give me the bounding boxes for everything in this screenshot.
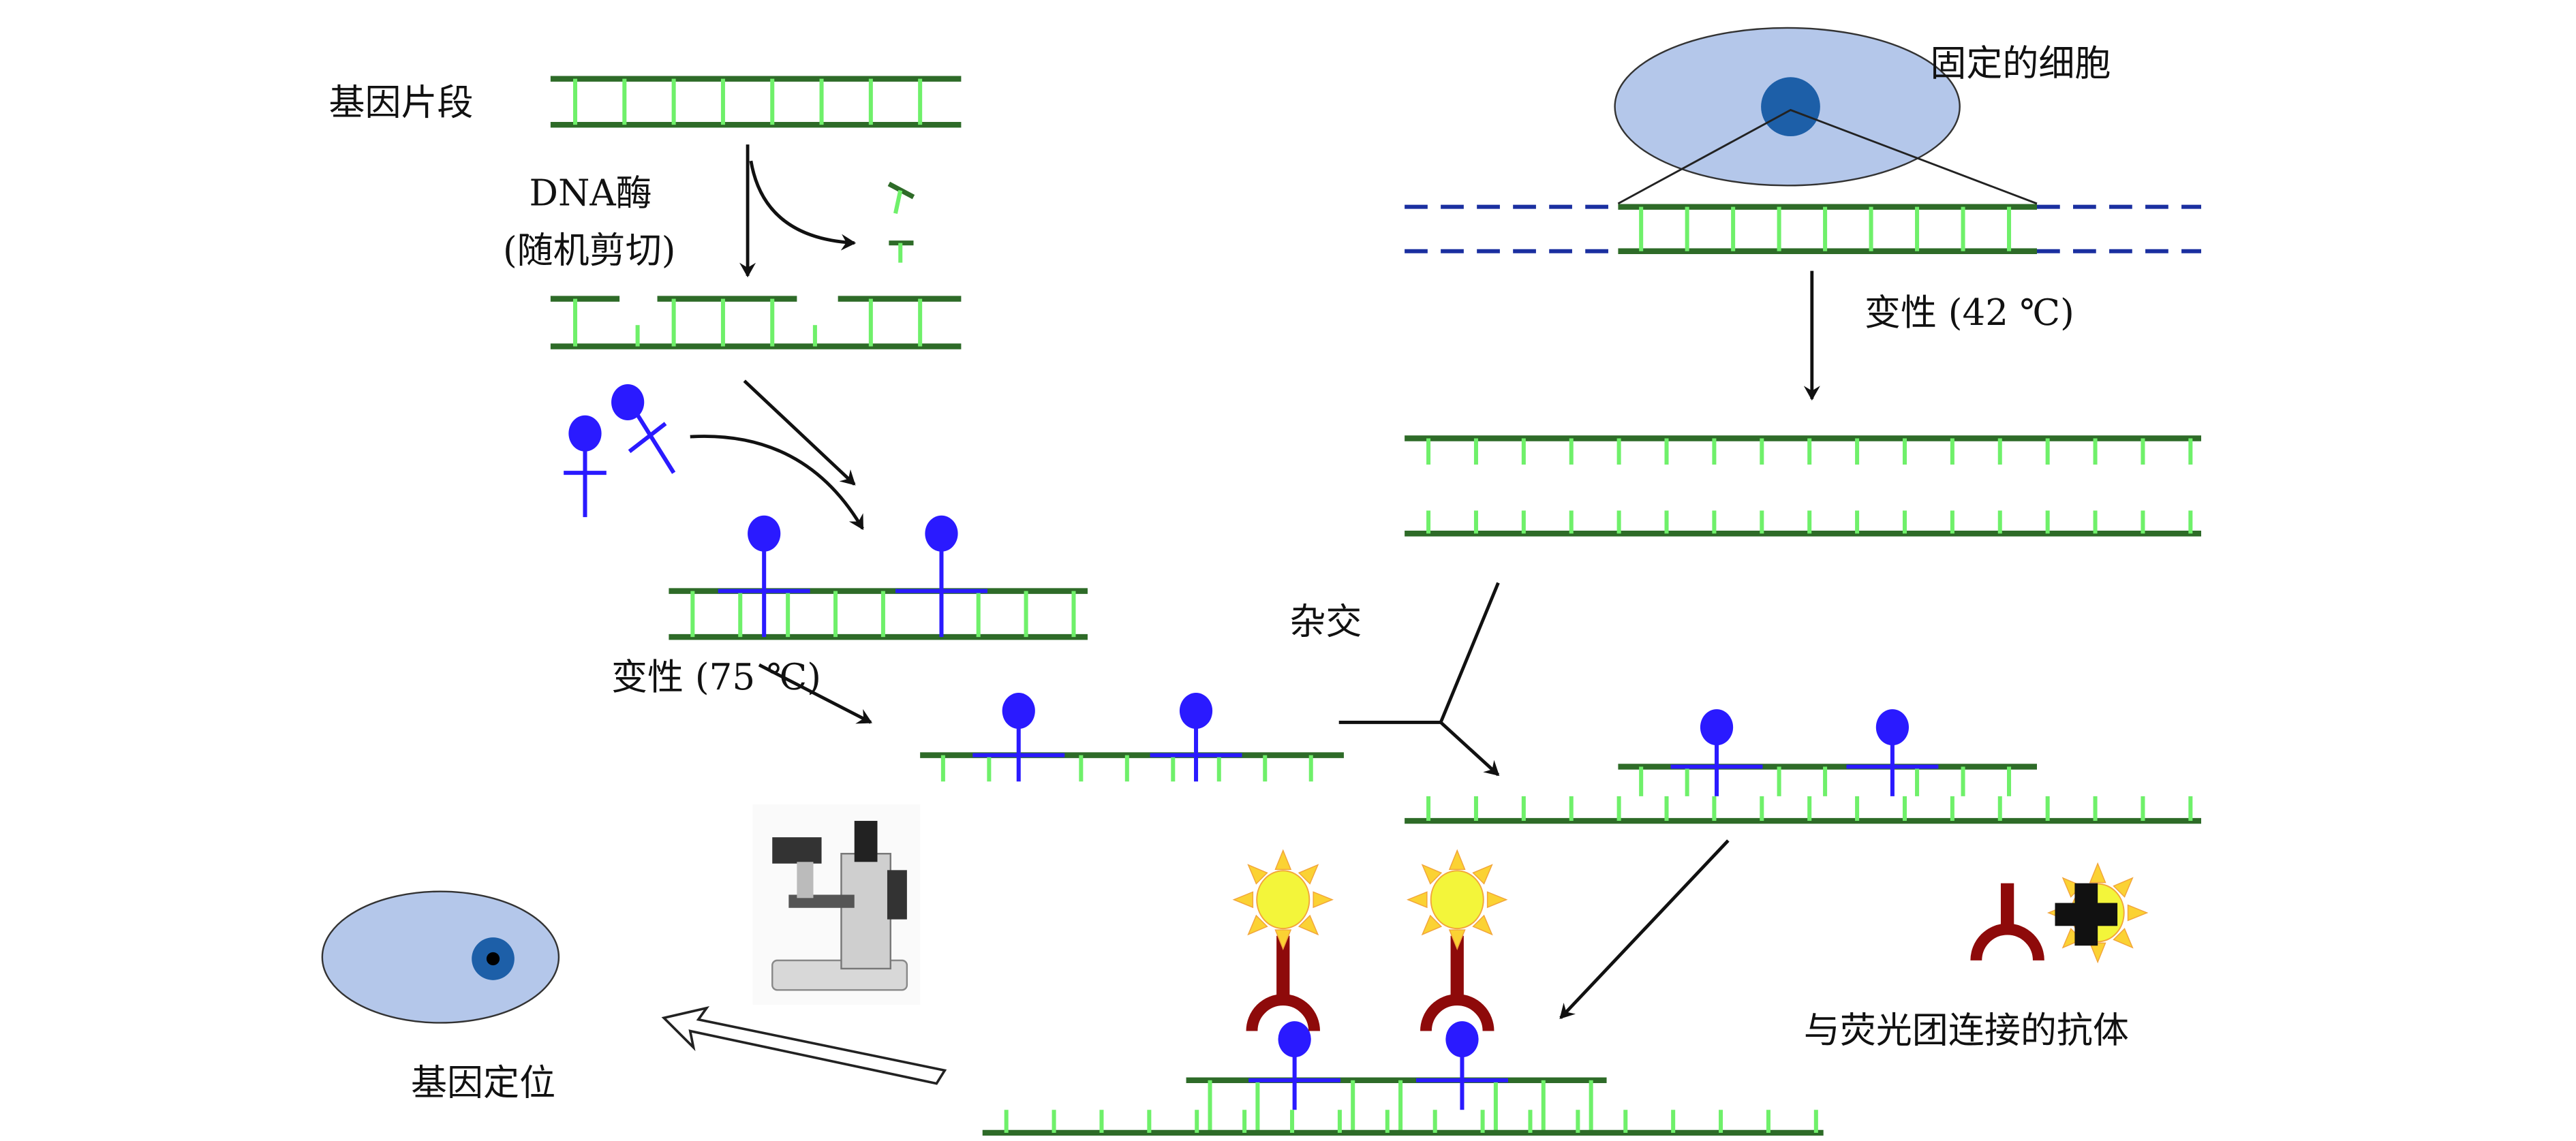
label-gene-location: 基因定位 bbox=[411, 1062, 555, 1104]
fluorophore-ray bbox=[1274, 849, 1292, 871]
label-fixed-cell: 固定的细胞 bbox=[1930, 42, 2111, 84]
antibody-icon bbox=[1246, 935, 1320, 1031]
antibody-stem bbox=[2000, 883, 2014, 928]
label-hybridize: 杂交 bbox=[1289, 600, 1362, 642]
zoom-lines bbox=[1617, 108, 2038, 205]
fluorophore-ray bbox=[2127, 904, 2149, 922]
arrow-curve-probes bbox=[690, 435, 864, 531]
fluorophore-ray bbox=[1448, 929, 1466, 950]
free-probe-stem bbox=[630, 406, 676, 474]
antibody-arms bbox=[1420, 994, 1494, 1031]
arrow-curve-fragments bbox=[749, 160, 857, 251]
label-denature-75: 变性 (75 ℃) bbox=[611, 656, 821, 698]
free-probe-head bbox=[568, 415, 602, 452]
fluorophore-ray bbox=[1232, 891, 1254, 909]
fluorophore-ray bbox=[1274, 929, 1292, 950]
fluorophore-ray bbox=[2089, 942, 2106, 964]
signal-dot bbox=[486, 952, 500, 966]
fluorophore-ray bbox=[1313, 891, 1334, 909]
label-gene-fragment: 基因片段 bbox=[329, 82, 474, 124]
label-dnase: DNA酶 bbox=[530, 172, 652, 214]
antibody-arms bbox=[1970, 923, 2044, 961]
fluorophore-ray bbox=[1472, 914, 1493, 936]
microscope-icon bbox=[752, 804, 921, 1005]
fluorophore-ray bbox=[2089, 862, 2106, 884]
probe-label-head bbox=[748, 515, 781, 552]
fluorophore-ray bbox=[1421, 864, 1443, 885]
fluorophore-ray bbox=[2113, 877, 2134, 898]
antibody-arms bbox=[1246, 994, 1320, 1031]
fluorophore-icon bbox=[1407, 849, 1508, 950]
probe-label-head bbox=[1002, 693, 1035, 730]
fluorophore-icon bbox=[1232, 849, 1334, 950]
probe-label-head bbox=[925, 515, 958, 552]
fluorophore-ray bbox=[1407, 891, 1428, 909]
probe-label-head bbox=[1445, 1021, 1479, 1058]
antibody-stem bbox=[1450, 935, 1464, 999]
probe-label-head bbox=[1278, 1021, 1311, 1058]
probe-label-head bbox=[1700, 709, 1734, 746]
fluorophore-ray bbox=[1247, 864, 1268, 885]
probe-label-head bbox=[1875, 709, 1910, 746]
fixed-cell-nucleus bbox=[1761, 77, 1820, 137]
fluorophore-ray bbox=[2113, 928, 2134, 949]
arrow-denature-75 bbox=[758, 663, 872, 724]
fluorophore-ray bbox=[1486, 891, 1508, 909]
label-antibody-fluorophore: 与荧光团连接的抗体 bbox=[1804, 1009, 2129, 1051]
probe-label-head bbox=[1179, 693, 1213, 730]
fluorophore-ray bbox=[1298, 864, 1319, 885]
fragment-strand bbox=[887, 181, 915, 200]
plus-icon bbox=[2055, 883, 2118, 946]
label-random-cut: (随机剪切) bbox=[503, 230, 675, 272]
fluorophore-ray bbox=[1247, 914, 1268, 936]
located-cell bbox=[321, 890, 560, 1024]
fluorophore-core bbox=[1430, 870, 1484, 930]
antibody-icon bbox=[1970, 883, 2044, 961]
antibody-icon bbox=[1420, 935, 1494, 1031]
arrow-antibody bbox=[1559, 839, 1730, 1019]
free-probe-bar bbox=[628, 422, 667, 454]
fluorophore-ray bbox=[1298, 914, 1319, 936]
fluorophore-ray bbox=[1472, 864, 1493, 885]
label-denature-42: 变性 (42 ℃) bbox=[1865, 292, 2074, 334]
fluorophore-ray bbox=[1421, 914, 1443, 936]
fragment-rung bbox=[893, 189, 903, 214]
hybridize-line-a bbox=[1439, 582, 1500, 723]
arrow-to-labeling bbox=[743, 379, 856, 486]
free-probe-head bbox=[611, 384, 645, 420]
fluorophore-ray bbox=[1448, 849, 1466, 871]
hollow-arrow-to-location bbox=[661, 1005, 947, 1085]
antibody-stem bbox=[1276, 935, 1290, 999]
arrow-hybridize bbox=[1439, 721, 1500, 777]
fluorophore-core bbox=[1256, 870, 1310, 930]
